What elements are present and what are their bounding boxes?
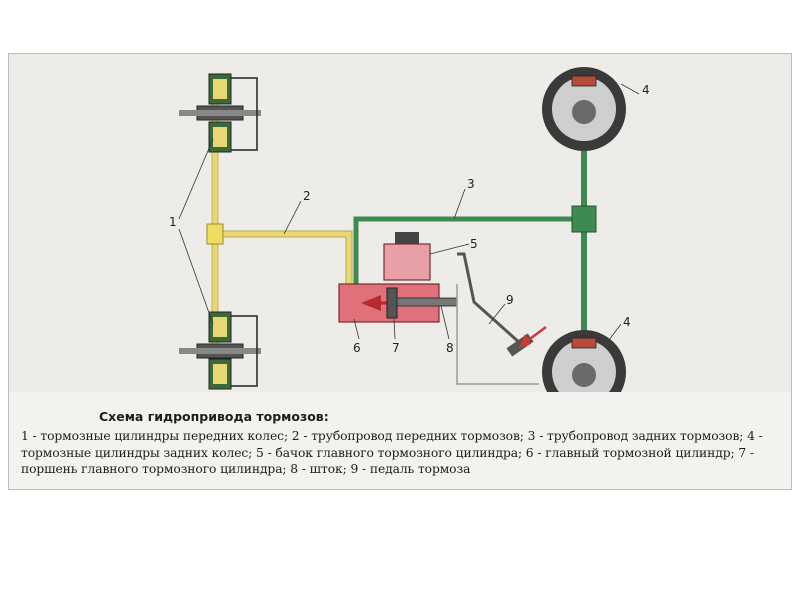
caption-panel <box>9 392 791 489</box>
master-cylinder <box>338 283 458 323</box>
label-6: 6 <box>353 341 361 355</box>
label-9: 9 <box>506 293 514 307</box>
caption-title: Схема гидропривода тормозов: <box>99 409 329 424</box>
label-7: 7 <box>392 341 400 355</box>
label-2: 2 <box>303 189 311 203</box>
label-8: 8 <box>446 341 454 355</box>
label-1: 1 <box>169 215 177 229</box>
label-4-top: 4 <box>642 83 650 97</box>
label-4-bottom: 4 <box>623 315 631 329</box>
diagram-frame: 1 2 3 4 4 5 6 7 8 9 Схема гидропривода т… <box>8 53 792 490</box>
rear-brake-line <box>353 104 597 344</box>
front-wheel-cylinder-bottom <box>179 311 261 390</box>
caption-text: 1 - тормозные цилиндры передних колес; 2… <box>21 429 763 476</box>
label-5: 5 <box>470 237 478 251</box>
master-cylinder-reservoir <box>383 232 431 281</box>
leader-lines <box>178 83 640 341</box>
diagram-background <box>9 54 791 394</box>
rear-brake-drum-top <box>542 67 626 151</box>
brake-pedal <box>456 252 547 385</box>
front-wheel-cylinder-top <box>179 73 261 153</box>
label-3: 3 <box>467 177 475 191</box>
